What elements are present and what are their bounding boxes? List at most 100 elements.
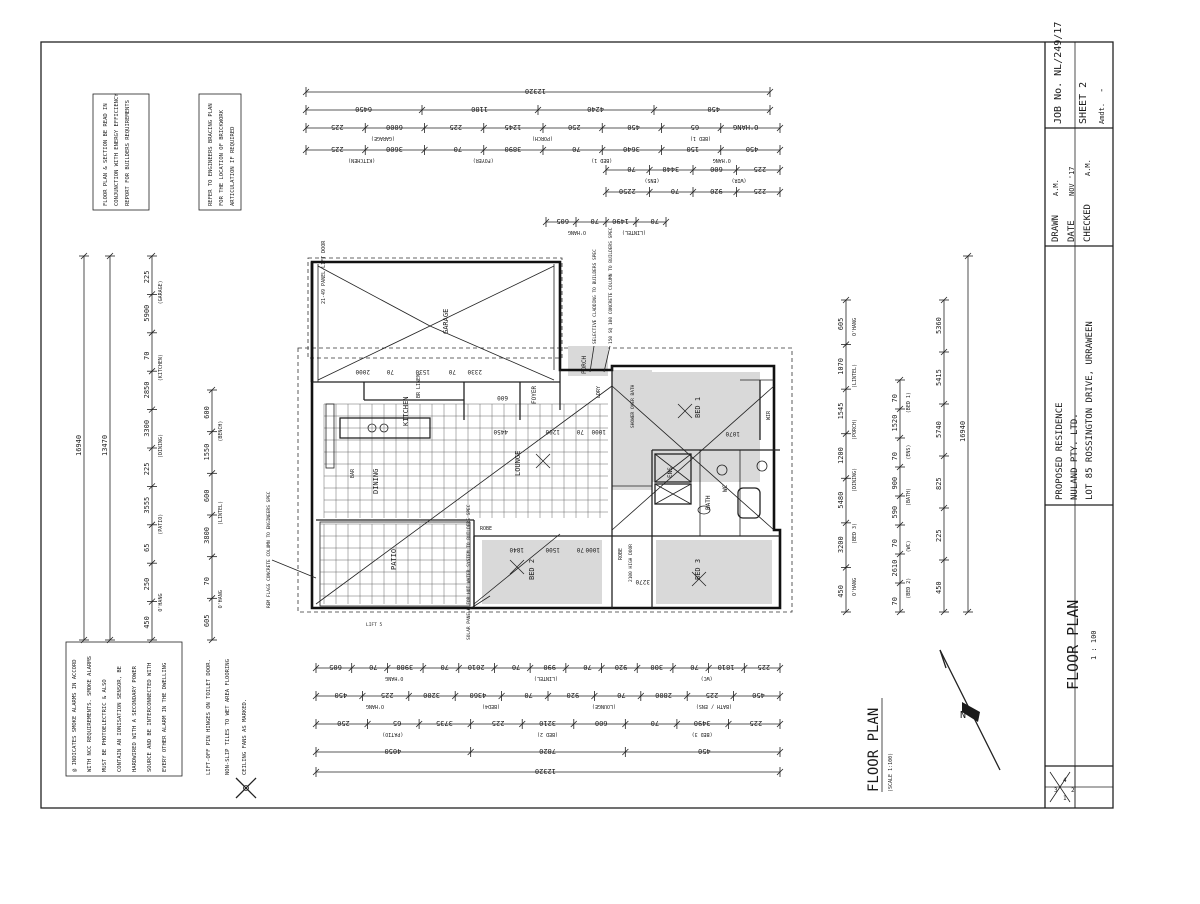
left-r2-value-2: 600 bbox=[203, 490, 211, 503]
right-r3-label-1: (ENS) bbox=[906, 445, 912, 460]
top-r4-value-3: 225 bbox=[754, 165, 767, 173]
right-r2-value-1: 1070 bbox=[837, 358, 845, 375]
notes-misc: LIFT-OFF PIN HINGES ON TOILET DOOR. NON-… bbox=[206, 659, 257, 799]
room-porch: PORCH bbox=[581, 356, 588, 374]
right-r2-value-6: 450 bbox=[837, 585, 845, 598]
ceiling-fan-icon bbox=[235, 777, 257, 799]
internal-dim-11: 1500 bbox=[545, 546, 560, 553]
right-r1-value-2: 5740 bbox=[935, 421, 943, 438]
misc-note-3: CEILING FANS AS MARKED. bbox=[242, 699, 248, 775]
top-r3-label-3: O'HANG bbox=[713, 157, 731, 163]
room-linen: BR LINEN bbox=[416, 374, 422, 398]
left-r1-value-1: 5900 bbox=[143, 305, 151, 322]
right-r3-value-0: 70 bbox=[891, 394, 899, 402]
room-bed2: BED 2 bbox=[528, 559, 536, 580]
room-robe-1: ROBE bbox=[480, 526, 492, 532]
right-r3-value-1: 1520 bbox=[891, 415, 899, 432]
bottom-r1-value-0: 605 bbox=[329, 663, 342, 671]
top-r5-value-3: 225 bbox=[754, 187, 767, 195]
note1-line3: REPORT FOR BUILDERS REQUIREMENTS bbox=[125, 100, 131, 206]
drawn-value: A.M. bbox=[1052, 179, 1060, 196]
room-wc: WC bbox=[722, 484, 729, 492]
callout-concrete-column: REM FLAGS CONCRETE COLUMN TO ENGINEERS S… bbox=[266, 491, 272, 608]
right-dimensions: 1694053605415574082522545060510701545120… bbox=[837, 252, 973, 616]
drawing-title: FLOOR PLAN bbox=[1064, 600, 1082, 690]
bottom-r2-value-2: 3200 bbox=[423, 691, 440, 699]
amendment-value: - bbox=[1097, 88, 1107, 93]
bottom-r3-value-1: 65 bbox=[393, 719, 401, 727]
quad-4: 4 bbox=[1063, 777, 1067, 784]
bottom-r3-value-0: 250 bbox=[337, 719, 350, 727]
internal-dim-10: 1840 bbox=[509, 546, 524, 553]
bottom-r1-label-0: O'HANG bbox=[385, 675, 403, 681]
garage-door-label: 21-49 PANEL-LIFT DOOR bbox=[321, 240, 327, 304]
project-line-3: LOT 85 ROSSINGTON DRIVE, URRAWEEN bbox=[1085, 321, 1095, 500]
misc-note-2: NON-SLIP TILES TO WET AREA FLOORING bbox=[225, 659, 231, 775]
bottom-r1-label-2: (WC) bbox=[701, 675, 713, 681]
left-r1-value-7: 65 bbox=[143, 544, 151, 552]
bottom-r1-value-1: 70 bbox=[369, 663, 377, 671]
internal-dim-7: 1200 bbox=[545, 428, 560, 435]
tile-grid bbox=[323, 403, 608, 518]
floor-plan-caption-scale: (SCALE 1:100) bbox=[888, 753, 894, 792]
internal-dim-4: 2330 bbox=[467, 368, 482, 375]
room-ldry: LDRY bbox=[596, 386, 602, 398]
sheet-border bbox=[40, 41, 1114, 809]
drawing-scale: 1 : 100 bbox=[1090, 630, 1098, 660]
callout-cladding: SELECTIVE CLADDING TO BUILDERS SPEC bbox=[592, 249, 598, 344]
room-robe-2: ROBE bbox=[618, 548, 624, 560]
bottom-r1-value-5: 70 bbox=[512, 663, 520, 671]
top-r1-value-3: 450 bbox=[707, 105, 720, 113]
top-r3-value-5: 3640 bbox=[623, 145, 640, 153]
right-r1-value-3: 825 bbox=[935, 477, 943, 490]
right-r3-label-0: (BED 1) bbox=[906, 392, 912, 413]
internal-dim-2: 1530 bbox=[415, 368, 430, 375]
bottom-r1-value-12: 225 bbox=[757, 663, 770, 671]
room-bar: BAR bbox=[350, 468, 356, 478]
right-r2-label-3: (DINING) bbox=[852, 468, 858, 492]
top-r3-value-0: 225 bbox=[331, 145, 344, 153]
checked-label: CHECKED bbox=[1083, 204, 1093, 242]
top-r3-value-2: 70 bbox=[454, 145, 462, 153]
bottom-r1-label-1: (LINTEL) bbox=[534, 675, 558, 681]
bottom-r2-label-3: (BATH / ENS) bbox=[696, 703, 732, 709]
right-r2-value-3: 1200 bbox=[837, 447, 845, 464]
bed3-floor bbox=[656, 540, 772, 604]
svg-text:N: N bbox=[960, 710, 966, 721]
top-r2-value-2: 225 bbox=[449, 123, 462, 131]
top-r4-label-1: (WIR) bbox=[731, 177, 746, 183]
left-r2-value-5: 605 bbox=[203, 615, 211, 628]
date-label: DATE bbox=[1067, 220, 1077, 242]
left-r2-value-4: 70 bbox=[203, 577, 211, 585]
left-r1-value-8: 250 bbox=[143, 578, 151, 591]
right-r1-value-5: 450 bbox=[935, 581, 943, 594]
left-r1-value-9: 450 bbox=[143, 616, 151, 629]
right-r2-label-4: (BED 3) bbox=[852, 523, 858, 544]
top-r1-value-1: 1180 bbox=[471, 105, 488, 113]
bottom-r2-label-0: O'HANG bbox=[366, 703, 384, 709]
top-r2-value-7: O'HANG bbox=[733, 123, 758, 131]
bottom-r3-value-5: 600 bbox=[595, 719, 608, 727]
left-r1-value-6: 3555 bbox=[143, 497, 151, 514]
quad-1: 1 bbox=[1063, 795, 1067, 802]
right-overall-value-0: 16940 bbox=[959, 421, 967, 442]
top-r3-value-1: 3600 bbox=[386, 145, 403, 153]
bottom-r1-value-2: 3980 bbox=[396, 663, 413, 671]
left-r2-label-2: O'HANG bbox=[218, 590, 224, 608]
bottom-r3-value-4: 3210 bbox=[539, 719, 556, 727]
top-r2-value-5: 450 bbox=[627, 123, 640, 131]
callout-high-door: 2100 HIGH DOOR bbox=[628, 544, 634, 582]
bottom-r1-value-9: 300 bbox=[650, 663, 663, 671]
right-r3-value-3: 900 bbox=[891, 477, 899, 490]
quad-3: 3 bbox=[1054, 787, 1058, 794]
bottom-r4-value-0: 4050 bbox=[384, 747, 401, 755]
left-r1-label-2: (DINING) bbox=[158, 434, 164, 458]
top-r6-label-1: (LINTEL) bbox=[622, 229, 646, 235]
top-r6-value-0: 605 bbox=[556, 217, 569, 225]
bottom-r2-value-5: 920 bbox=[567, 691, 580, 699]
external-walls bbox=[310, 260, 782, 610]
notes-smoke-alarm: @ INDICATES SMOKE ALARMS IN ACCORD WITH … bbox=[65, 641, 183, 777]
right-r2-value-5: 3200 bbox=[837, 536, 845, 553]
